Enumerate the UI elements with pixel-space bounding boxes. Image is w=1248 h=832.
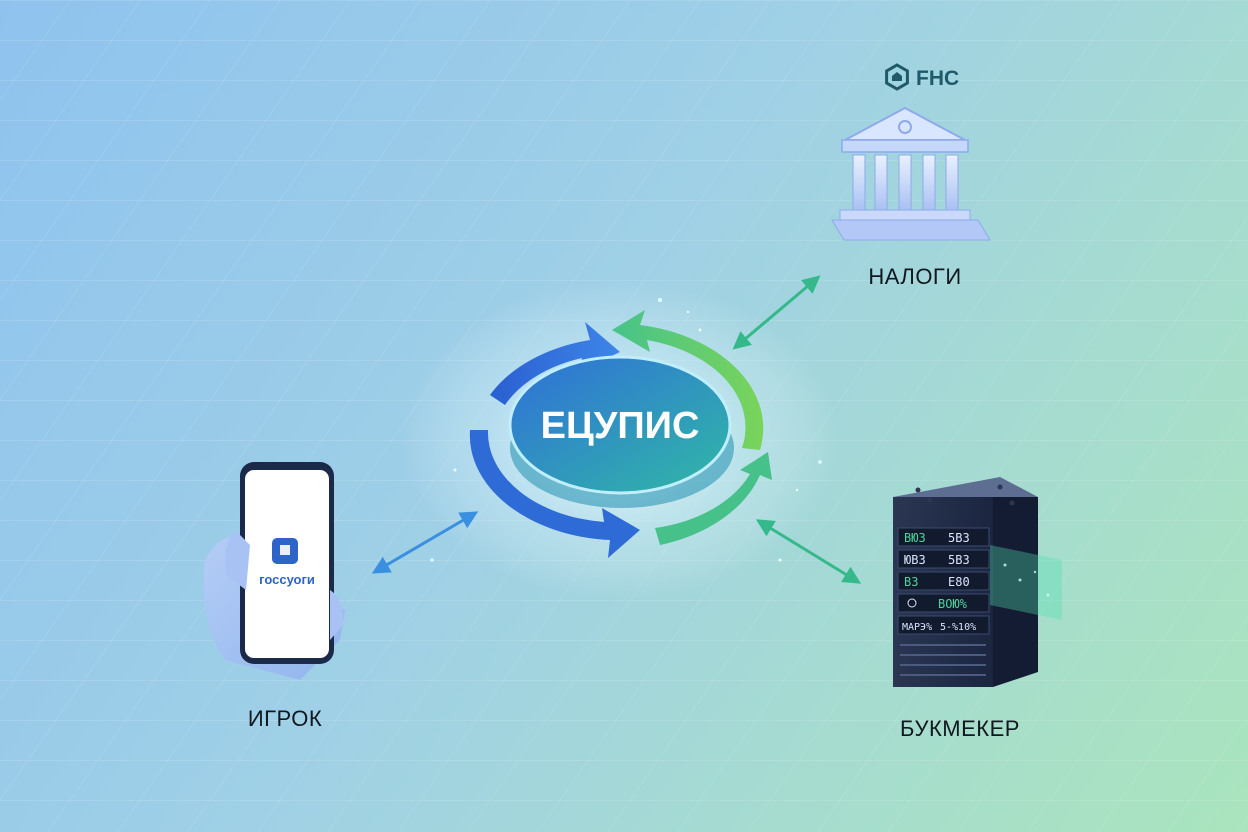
player-node: госсуоги — [203, 462, 345, 680]
server-row-4-right: ВОЮ% — [938, 597, 968, 611]
bookmaker-label: БУКМЕКЕР — [900, 716, 1020, 741]
player-label: ИГРОК — [247, 706, 323, 731]
arrow-hub-tax — [732, 275, 821, 350]
server-row-2-left: ЮВЗ — [904, 553, 926, 567]
server-rack-icon: ВЮЗ 5ВЗ ЮВЗ 5ВЗ ВЗ Е80 ВОЮ% МАРЭ% 5-%10% — [893, 477, 1062, 687]
server-row-1-right: 5ВЗ — [948, 531, 970, 545]
server-row-5-right: 5-%10% — [940, 622, 976, 633]
hub-label: ЕЦУПИС — [541, 405, 700, 447]
server-row-5-left: МАРЭ% — [902, 622, 932, 633]
hexagon-house-icon — [885, 63, 909, 91]
hub-arc-green-bottom — [655, 452, 772, 545]
data-panel — [990, 545, 1062, 620]
tax-label: НАЛОГИ — [868, 264, 962, 289]
gosuslugi-logo-icon — [272, 538, 298, 564]
player-app-name: госсуоги — [259, 572, 315, 587]
server-row-3-right: Е80 — [948, 575, 970, 589]
hub: ЕЦУПИС — [400, 280, 840, 600]
server-row-3-left: ВЗ — [904, 575, 918, 589]
arrow-hub-bookmaker — [755, 519, 862, 584]
hub-arc-green-top — [612, 310, 764, 450]
smartphone-in-hand-icon: госсуоги — [203, 462, 345, 680]
hub-arc-blue-left — [490, 322, 620, 405]
bookmaker-node: ВЮЗ 5ВЗ ЮВЗ 5ВЗ ВЗ Е80 ВОЮ% МАРЭ% 5-%10% — [893, 477, 1062, 687]
tax-node: FHC — [831, 63, 991, 241]
arrow-hub-player — [371, 511, 479, 574]
hub-arc-blue-bottom — [469, 430, 640, 558]
server-row-2-right: 5ВЗ — [948, 553, 970, 567]
sparkles — [430, 298, 822, 562]
hub-disc — [508, 355, 732, 495]
server-display: ВЮЗ 5ВЗ ЮВЗ 5ВЗ ВЗ Е80 ВОЮ% МАРЭ% 5-%10% — [897, 527, 990, 635]
server-vents — [900, 644, 986, 676]
tax-logo-text: FHC — [916, 67, 959, 90]
server-row-1-left: ВЮЗ — [904, 531, 926, 545]
bank-building-icon — [831, 106, 991, 241]
